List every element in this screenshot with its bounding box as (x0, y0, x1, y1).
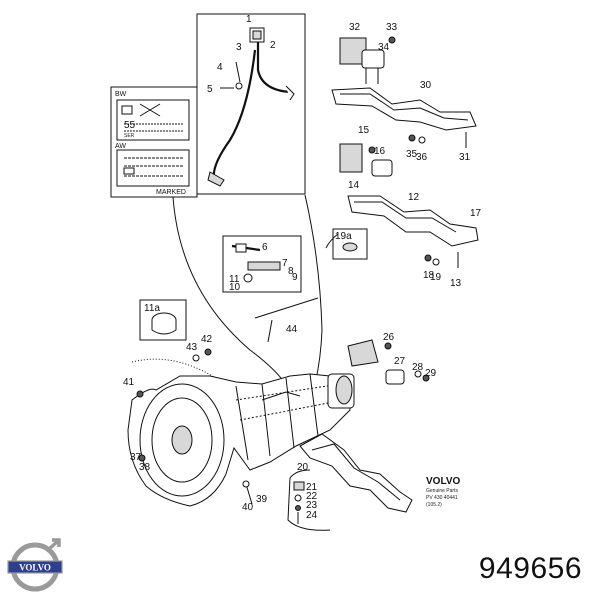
callout-11: 11 (229, 274, 240, 285)
dipstick-inset (196, 13, 306, 195)
plate-aw: AW (115, 143, 126, 150)
crossmember-lower (299, 433, 413, 513)
callout-19a: 19a (335, 231, 352, 242)
callout-41: 41 (123, 377, 135, 388)
plate-labels: BW AW 55 SER MARKED (115, 91, 186, 196)
gearbox (127, 373, 355, 507)
plate-55: 55 (124, 120, 136, 131)
callout-2: 2 (270, 40, 276, 51)
callout-3: 3 (236, 42, 242, 53)
callout-20: 20 (297, 462, 309, 473)
callout-5: 5 (207, 84, 213, 95)
inset-19a (332, 228, 368, 260)
callout-labels: 1 2 3 4 5 6 7 8 9 10 11 11a 12 13 14 15 … (123, 14, 482, 521)
callout-39: 39 (256, 494, 268, 505)
callout-44: 44 (286, 324, 298, 335)
callout-34: 34 (378, 42, 390, 53)
callout-13: 13 (450, 278, 462, 289)
plate-bw: BW (115, 91, 127, 98)
callout-33: 33 (386, 22, 398, 33)
crossmember-30 (331, 36, 477, 148)
sensor-inset (222, 235, 302, 293)
callout-36: 36 (416, 152, 428, 163)
callout-32: 32 (349, 22, 361, 33)
plate-ser: SER (124, 133, 135, 139)
callout-4: 4 (217, 62, 223, 73)
callout-8: 8 (288, 266, 294, 277)
callout-38: 38 (139, 462, 151, 473)
callout-37: 37 (130, 452, 142, 463)
callout-6: 6 (262, 242, 268, 253)
inset-11a (139, 299, 187, 341)
callout-35: 35 (406, 149, 418, 160)
part-number: 949656 (478, 552, 582, 585)
callout-43: 43 (186, 342, 198, 353)
callout-23: 23 (306, 500, 318, 511)
callout-21: 21 (306, 482, 318, 493)
callout-7: 7 (282, 258, 288, 269)
callout-19: 19 (430, 272, 442, 283)
callout-40: 40 (242, 502, 254, 513)
callout-26: 26 (383, 332, 395, 343)
callout-12: 12 (408, 192, 420, 203)
callout-17: 17 (470, 208, 482, 219)
crossmember-12 (339, 143, 479, 268)
stamp-brand: VOLVO (426, 476, 460, 487)
stamp-line1: Genuine Parts (426, 488, 458, 494)
fasteners (136, 348, 331, 531)
callout-18: 18 (423, 270, 435, 281)
callout-30: 30 (420, 80, 432, 91)
callout-11a: 11a (144, 303, 160, 314)
callout-28: 28 (412, 362, 424, 373)
stamp-line2: PV 430 40441 (426, 495, 458, 501)
callout-31: 31 (459, 152, 471, 163)
genuine-parts-stamp: VOLVO Genuine Parts PV 430 40441 (105.2) (426, 476, 460, 508)
callout-10: 10 (229, 282, 241, 293)
callout-42: 42 (201, 334, 213, 345)
volvo-logo: VOLVO (7, 538, 63, 592)
callout-15: 15 (358, 125, 370, 136)
logo-text: VOLVO (19, 563, 51, 573)
callout-16: 16 (374, 146, 386, 157)
stamp-line3: (105.2) (426, 502, 442, 508)
callout-29: 29 (425, 368, 437, 379)
plate-inset (110, 86, 198, 198)
plate-marked: MARKED (156, 189, 186, 196)
callout-24: 24 (306, 510, 318, 521)
callout-14: 14 (348, 180, 360, 191)
callout-9: 9 (292, 272, 298, 283)
callout-1: 1 (246, 14, 252, 25)
mount-26 (347, 339, 430, 385)
callout-22: 22 (306, 491, 318, 502)
callout-27: 27 (394, 356, 406, 367)
